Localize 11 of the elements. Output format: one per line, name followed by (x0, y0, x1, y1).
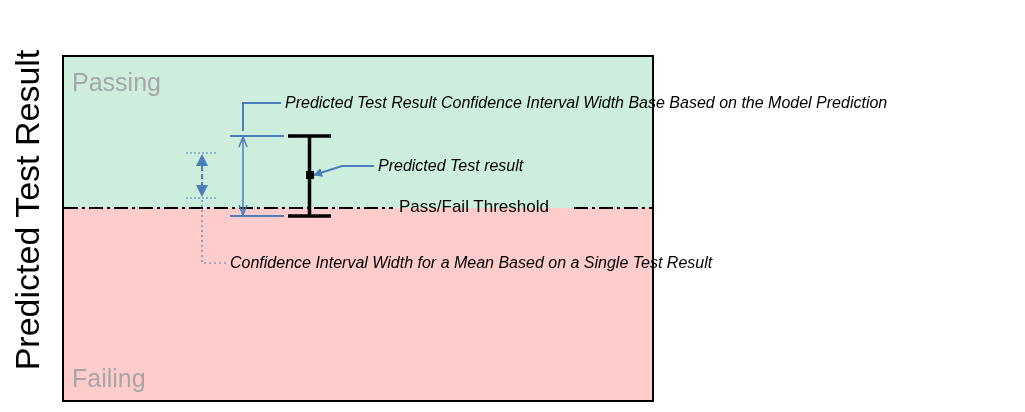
threshold-label: Pass/Fail Threshold (399, 197, 549, 216)
arrow (313, 165, 375, 177)
leader-line (242, 102, 282, 132)
leader-line (201, 198, 227, 264)
data-point (306, 171, 314, 179)
callout-text: Predicted Test result (378, 157, 524, 175)
axis-title: Predicted Test Result (7, 49, 47, 371)
region-label: Passing (72, 69, 162, 97)
interval-dimension (186, 152, 218, 199)
error-bar (288, 134, 331, 218)
region-label: Failing (72, 364, 147, 392)
